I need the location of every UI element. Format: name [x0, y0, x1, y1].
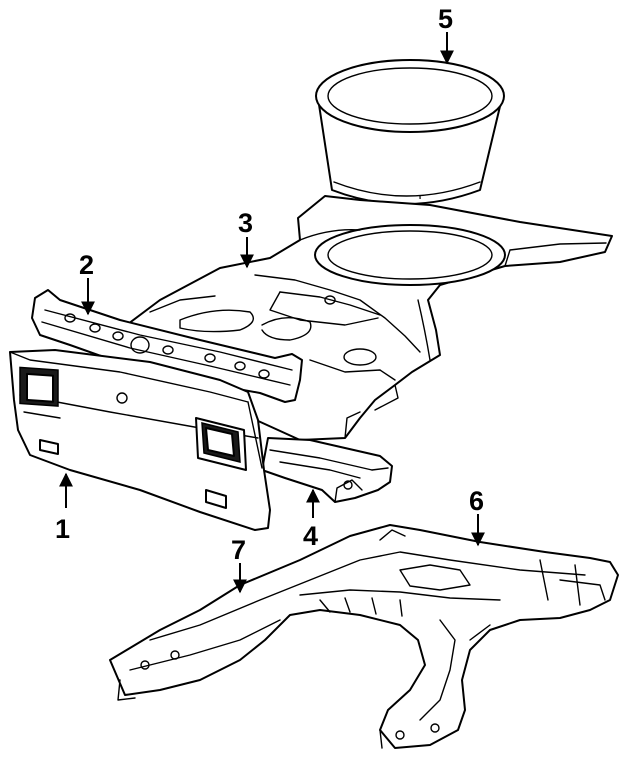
rear-frame-part — [109, 524, 619, 749]
callout-4: 4 — [303, 521, 318, 551]
callout-leaders — [59, 32, 485, 594]
callout-6: 6 — [469, 486, 484, 516]
spare-tire-cover-part — [315, 59, 505, 286]
callout-1: 1 — [55, 514, 70, 544]
rear-rail-part — [261, 437, 393, 503]
callout-5: 5 — [438, 4, 453, 34]
callout-2: 2 — [79, 250, 94, 280]
rear-panel-part — [31, 289, 303, 403]
bumper-fascia-part — [9, 349, 271, 531]
callout-3: 3 — [238, 208, 253, 238]
callout-7: 7 — [231, 535, 246, 565]
